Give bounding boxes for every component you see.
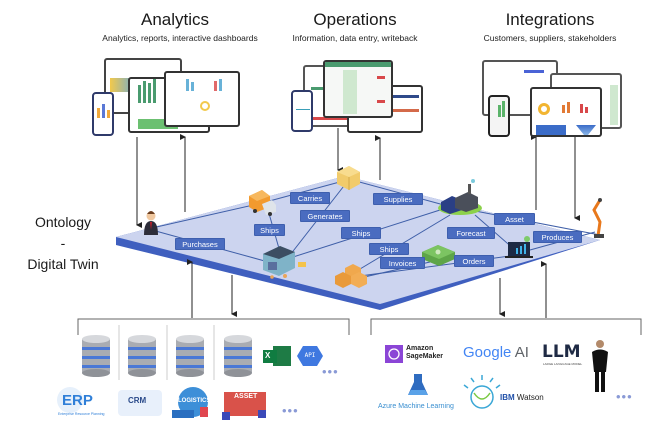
robot-arm-icon bbox=[592, 198, 604, 238]
relation-asset: Asset bbox=[494, 213, 535, 225]
analytics-phone bbox=[92, 92, 114, 136]
ontology-plate bbox=[116, 176, 600, 310]
logistics-illustration bbox=[172, 387, 208, 418]
presenter-avatar bbox=[592, 340, 608, 392]
database-icon bbox=[82, 335, 110, 377]
package-box-icon bbox=[337, 166, 360, 190]
watson-icon bbox=[463, 375, 501, 409]
brackets bbox=[77, 318, 642, 380]
google-ai-logo: Google AI bbox=[463, 344, 529, 361]
azure-ml-label: Azure Machine Learning bbox=[378, 403, 454, 410]
api-label: API bbox=[304, 352, 316, 359]
ai-services-bracket bbox=[370, 318, 642, 335]
side-label-line2: - bbox=[60, 235, 66, 251]
side-label-line1: Ontology bbox=[34, 214, 92, 230]
google-ai-suffix: AI bbox=[514, 344, 529, 361]
integrations-subtitle: Customers, suppliers, stakeholders bbox=[483, 33, 617, 43]
plate-surface bbox=[116, 176, 600, 304]
laptop-analytics-icon bbox=[505, 236, 533, 258]
analytics-title: Analytics bbox=[140, 10, 210, 29]
integrations-phone bbox=[488, 95, 510, 137]
erp-caption: Enterprise Resource Planning bbox=[58, 412, 105, 416]
person-icon bbox=[144, 211, 158, 235]
relation-invoices: Invoices bbox=[380, 257, 425, 269]
llm-logo: LLM bbox=[542, 342, 581, 362]
logistics-logo: LOGISTICS bbox=[178, 398, 211, 404]
truck-icon bbox=[249, 190, 276, 216]
crm-illustration bbox=[118, 390, 162, 416]
asset-illustration bbox=[222, 392, 266, 420]
relation-ships-boxes: Ships bbox=[369, 243, 409, 255]
more-apps: ••• bbox=[282, 403, 299, 418]
relation-supplies: Supplies bbox=[373, 193, 423, 205]
analytics-devices bbox=[90, 55, 240, 136]
ibm-brand: IBM bbox=[500, 393, 515, 402]
warehouse-icon bbox=[263, 246, 306, 279]
arrows-top bbox=[136, 128, 580, 228]
operations-title: Operations bbox=[313, 10, 397, 29]
operations-spreadsheet bbox=[323, 60, 393, 118]
analytics-monitor-front bbox=[164, 71, 240, 127]
erp-logo: ERP bbox=[62, 392, 93, 409]
excel-label: X bbox=[265, 351, 271, 360]
asset-logo: ASSET bbox=[234, 393, 258, 400]
database-icon bbox=[176, 335, 204, 377]
relation-forecast: Forecast bbox=[447, 227, 495, 239]
more-ai-services: ••• bbox=[616, 389, 633, 404]
relation-ships-factory: Ships bbox=[341, 227, 381, 239]
relation-carries: Carries bbox=[290, 192, 330, 204]
ontology-digital-twin-label: Ontology - Digital Twin bbox=[4, 212, 122, 275]
llm-caption: LARGE LANGUAGE MODEL bbox=[543, 362, 583, 366]
google-text: Google bbox=[463, 344, 512, 361]
erp-illustration bbox=[57, 387, 83, 413]
boxes-icon bbox=[335, 264, 367, 288]
sagemaker-line2: SageMaker bbox=[406, 353, 443, 360]
sagemaker-icon bbox=[385, 345, 403, 363]
relation-purchases: Purchases bbox=[175, 238, 225, 250]
factory-icon bbox=[438, 179, 482, 215]
databases bbox=[82, 335, 252, 377]
more-data-sources: ••• bbox=[322, 364, 339, 379]
watson-label: IBM Watson bbox=[500, 393, 544, 402]
link-customer-truck bbox=[151, 202, 263, 229]
operations-subtitle: Information, data entry, writeback bbox=[292, 33, 418, 43]
integrations-dashboard bbox=[530, 87, 602, 137]
money-icon bbox=[422, 245, 455, 266]
operations-phone bbox=[291, 90, 313, 132]
database-icon bbox=[128, 335, 156, 377]
sagemaker-line1: Amazon bbox=[406, 345, 434, 352]
azure-ml-icon bbox=[408, 374, 428, 395]
sagemaker-label: Amazon SageMaker bbox=[406, 345, 443, 361]
crm-logo: CRM bbox=[128, 396, 147, 405]
watson-name: Watson bbox=[516, 393, 544, 402]
api-icon bbox=[297, 346, 323, 366]
relation-ships-truck: Ships bbox=[254, 224, 285, 236]
relation-orders: Orders bbox=[454, 255, 494, 267]
integrations-title: Integrations bbox=[505, 10, 595, 29]
link-factory-robot bbox=[469, 209, 601, 236]
data-sources-bracket bbox=[77, 318, 350, 335]
arrows-bottom bbox=[187, 259, 547, 318]
side-label-line3: Digital Twin bbox=[27, 256, 99, 272]
integrations-devices bbox=[480, 55, 630, 137]
relation-generates: Generates bbox=[300, 210, 350, 222]
database-icon bbox=[224, 335, 252, 377]
relation-produces: Produces bbox=[533, 231, 582, 243]
excel-icon bbox=[263, 346, 291, 366]
link-truck-package bbox=[261, 179, 348, 204]
operations-devices bbox=[285, 55, 425, 135]
analytics-subtitle: Analytics, reports, interactive dashboar… bbox=[102, 33, 258, 43]
